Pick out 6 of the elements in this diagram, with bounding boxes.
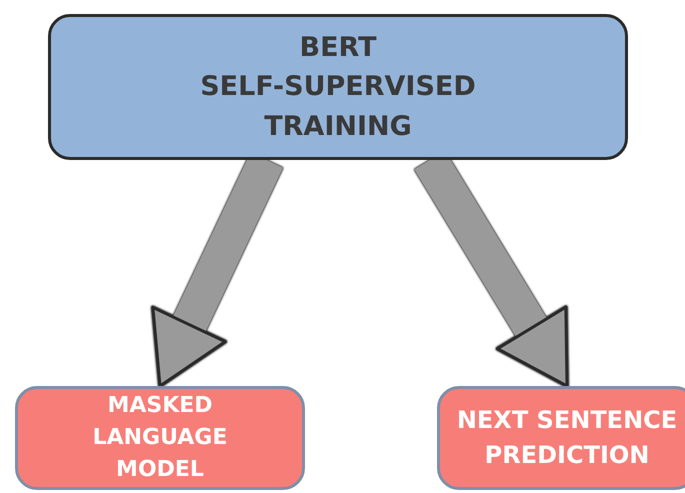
node-label: BERT SELF-SUPERVISED TRAINING (200, 31, 476, 144)
result-box (15, 386, 305, 490)
node-label: MASKED LANGUAGE MODEL (92, 392, 228, 484)
result-box (437, 386, 685, 490)
process-box (48, 14, 628, 160)
node-label: NEXT SENTENCE PREDICTION (456, 405, 678, 471)
